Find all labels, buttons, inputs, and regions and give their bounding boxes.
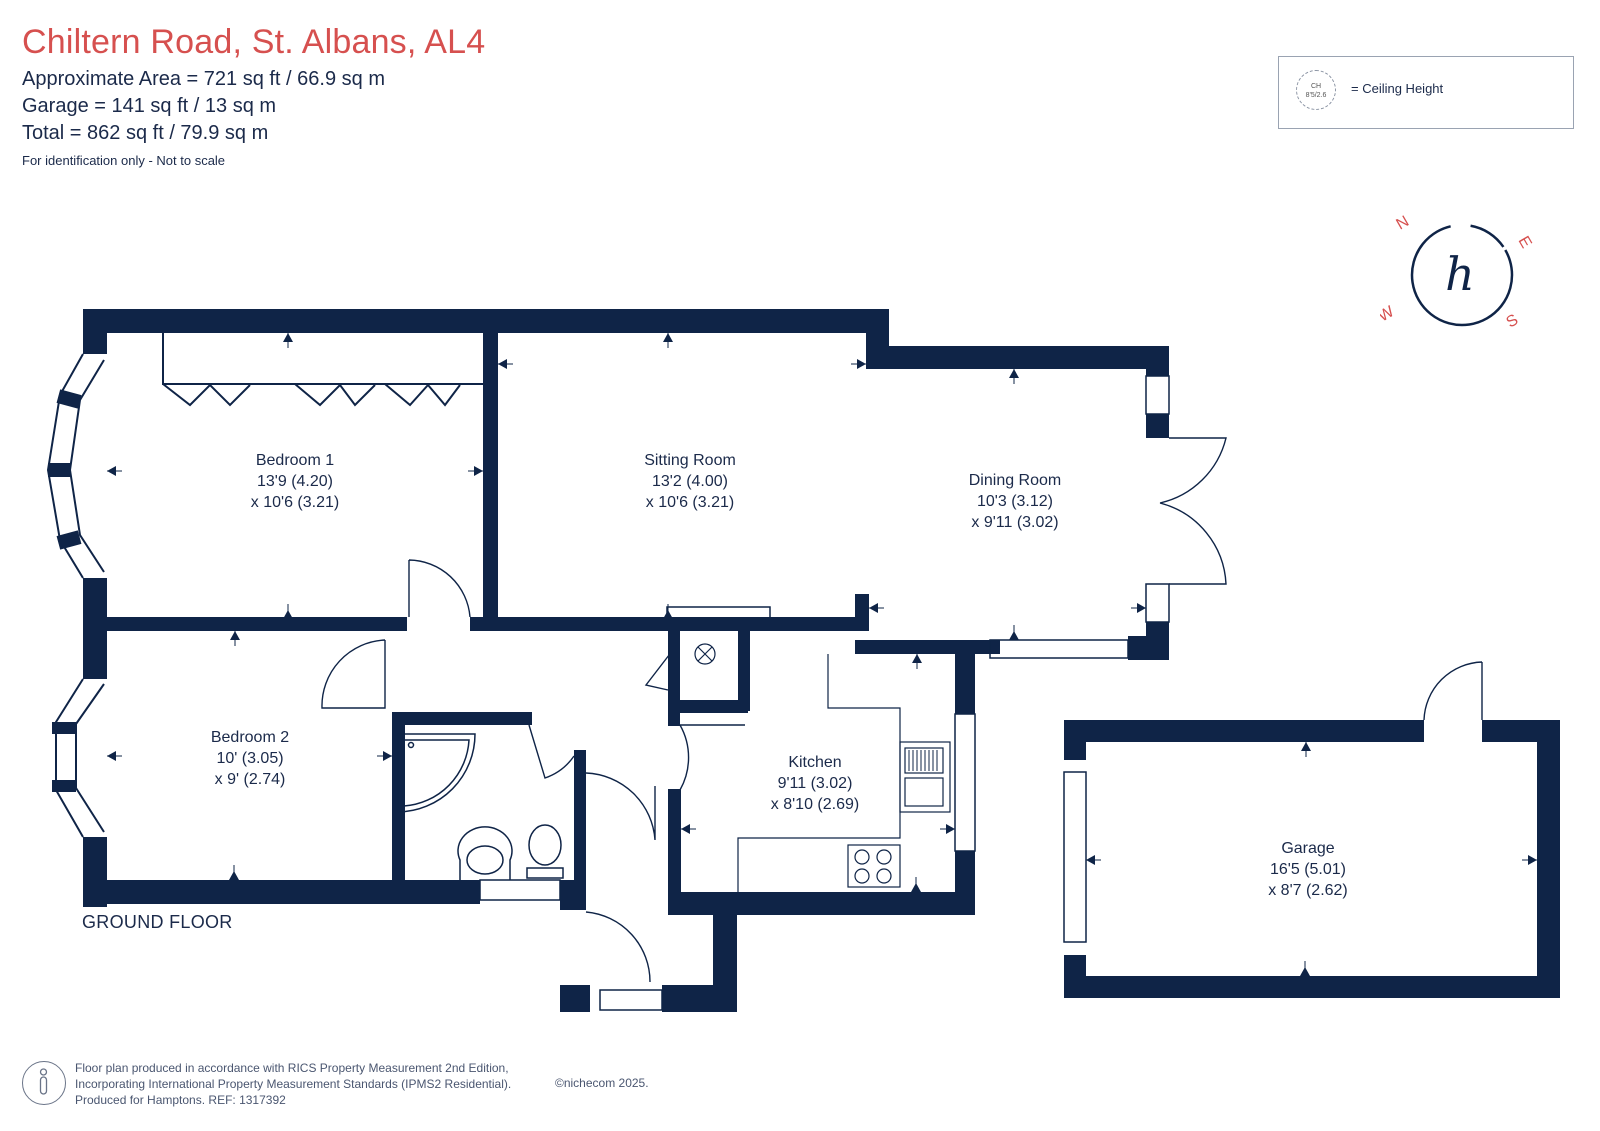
room-dim-1: 10'3 (3.12) xyxy=(977,493,1053,510)
room-dim-2: x 8'7 (2.62) xyxy=(1268,882,1348,899)
property-title: Chiltern Road, St. Albans, AL4 xyxy=(22,23,486,61)
walls xyxy=(83,309,1560,1012)
room-bedroom-2: Bedroom 2 10' (3.05) x 9' (2.74) xyxy=(150,727,350,790)
room-dim-2: x 9'11 (3.02) xyxy=(971,514,1059,531)
room-name: Kitchen xyxy=(788,754,842,771)
footer-text: Floor plan produced in accordance with R… xyxy=(75,1060,511,1108)
bay-window-mullions xyxy=(48,389,82,792)
room-garage: Garage 16'5 (5.01) x 8'7 (2.62) xyxy=(1208,838,1408,901)
ceiling-height-legend: CH 8'5/2.6 = Ceiling Height xyxy=(1278,56,1574,129)
room-dim-2: x 10'6 (3.21) xyxy=(645,494,735,511)
room-dim-2: x 9' (2.74) xyxy=(214,771,286,788)
room-dining-room: Dining Room 10'3 (3.12) x 9'11 (3.02) xyxy=(915,470,1115,533)
room-dim-1: 13'2 (4.00) xyxy=(652,473,728,490)
wardrobe xyxy=(162,333,485,407)
room-name: Bedroom 1 xyxy=(255,452,335,469)
compass-icon: h N E S W xyxy=(1380,213,1535,332)
room-bedroom-1: Bedroom 1 13'9 (4.20) x 10'6 (3.21) xyxy=(195,450,395,513)
total-area: Total = 862 sq ft / 79.9 sq m xyxy=(22,122,269,144)
doors xyxy=(321,437,1483,983)
person-icon xyxy=(22,1061,66,1105)
person-glyph xyxy=(39,1068,48,1095)
disclaimer: For identification only - Not to scale xyxy=(22,153,226,168)
legend-symbol-ch: CH xyxy=(1310,83,1322,90)
drainer-lines xyxy=(908,750,938,771)
garage-area: Garage = 141 sq ft / 13 sq m xyxy=(22,95,277,117)
footer-line-1: Floor plan produced in accordance with R… xyxy=(75,1061,509,1075)
header: Chiltern Road, St. Albans, AL4 Approxima… xyxy=(22,22,485,168)
room-dim-1: 16'5 (5.01) xyxy=(1270,861,1346,878)
compass-logo: h xyxy=(1445,247,1475,301)
footer-line-3: Produced for Hamptons. REF: 1317392 xyxy=(75,1093,286,1107)
footer-line-2: Incorporating International Property Mea… xyxy=(75,1077,512,1091)
ceiling-height-icon: CH 8'5/2.6 xyxy=(1296,70,1336,110)
windows xyxy=(479,375,1170,1011)
room-dim-1: 9'11 (3.02) xyxy=(777,775,853,792)
room-dim-2: x 10'6 (3.21) xyxy=(250,494,340,511)
room-sitting-room: Sitting Room 13'2 (4.00) x 10'6 (3.21) xyxy=(590,450,790,513)
room-dim-1: 10' (3.05) xyxy=(216,750,284,767)
room-dim-1: 13'9 (4.20) xyxy=(257,473,333,490)
room-name: Garage xyxy=(1281,840,1335,857)
approx-area: Approximate Area = 721 sq ft / 66.9 sq m xyxy=(22,68,385,90)
legend-symbol-height: 8'5/2.6 xyxy=(1305,92,1327,99)
room-dim-2: x 8'10 (2.69) xyxy=(770,796,860,813)
legend-label: = Ceiling Height xyxy=(1351,81,1444,96)
room-kitchen: Kitchen 9'11 (3.02) x 8'10 (2.69) xyxy=(715,752,915,815)
copyright: ©nichecom 2025. xyxy=(555,1076,649,1090)
bathroom-fixtures xyxy=(397,733,564,880)
room-name: Dining Room xyxy=(968,472,1062,489)
arrow-stems xyxy=(107,333,1537,976)
room-name: Bedroom 2 xyxy=(210,729,290,746)
room-name: Sitting Room xyxy=(644,452,736,469)
kitchen-fixtures xyxy=(694,643,951,892)
floor-label: GROUND FLOOR xyxy=(82,912,233,932)
